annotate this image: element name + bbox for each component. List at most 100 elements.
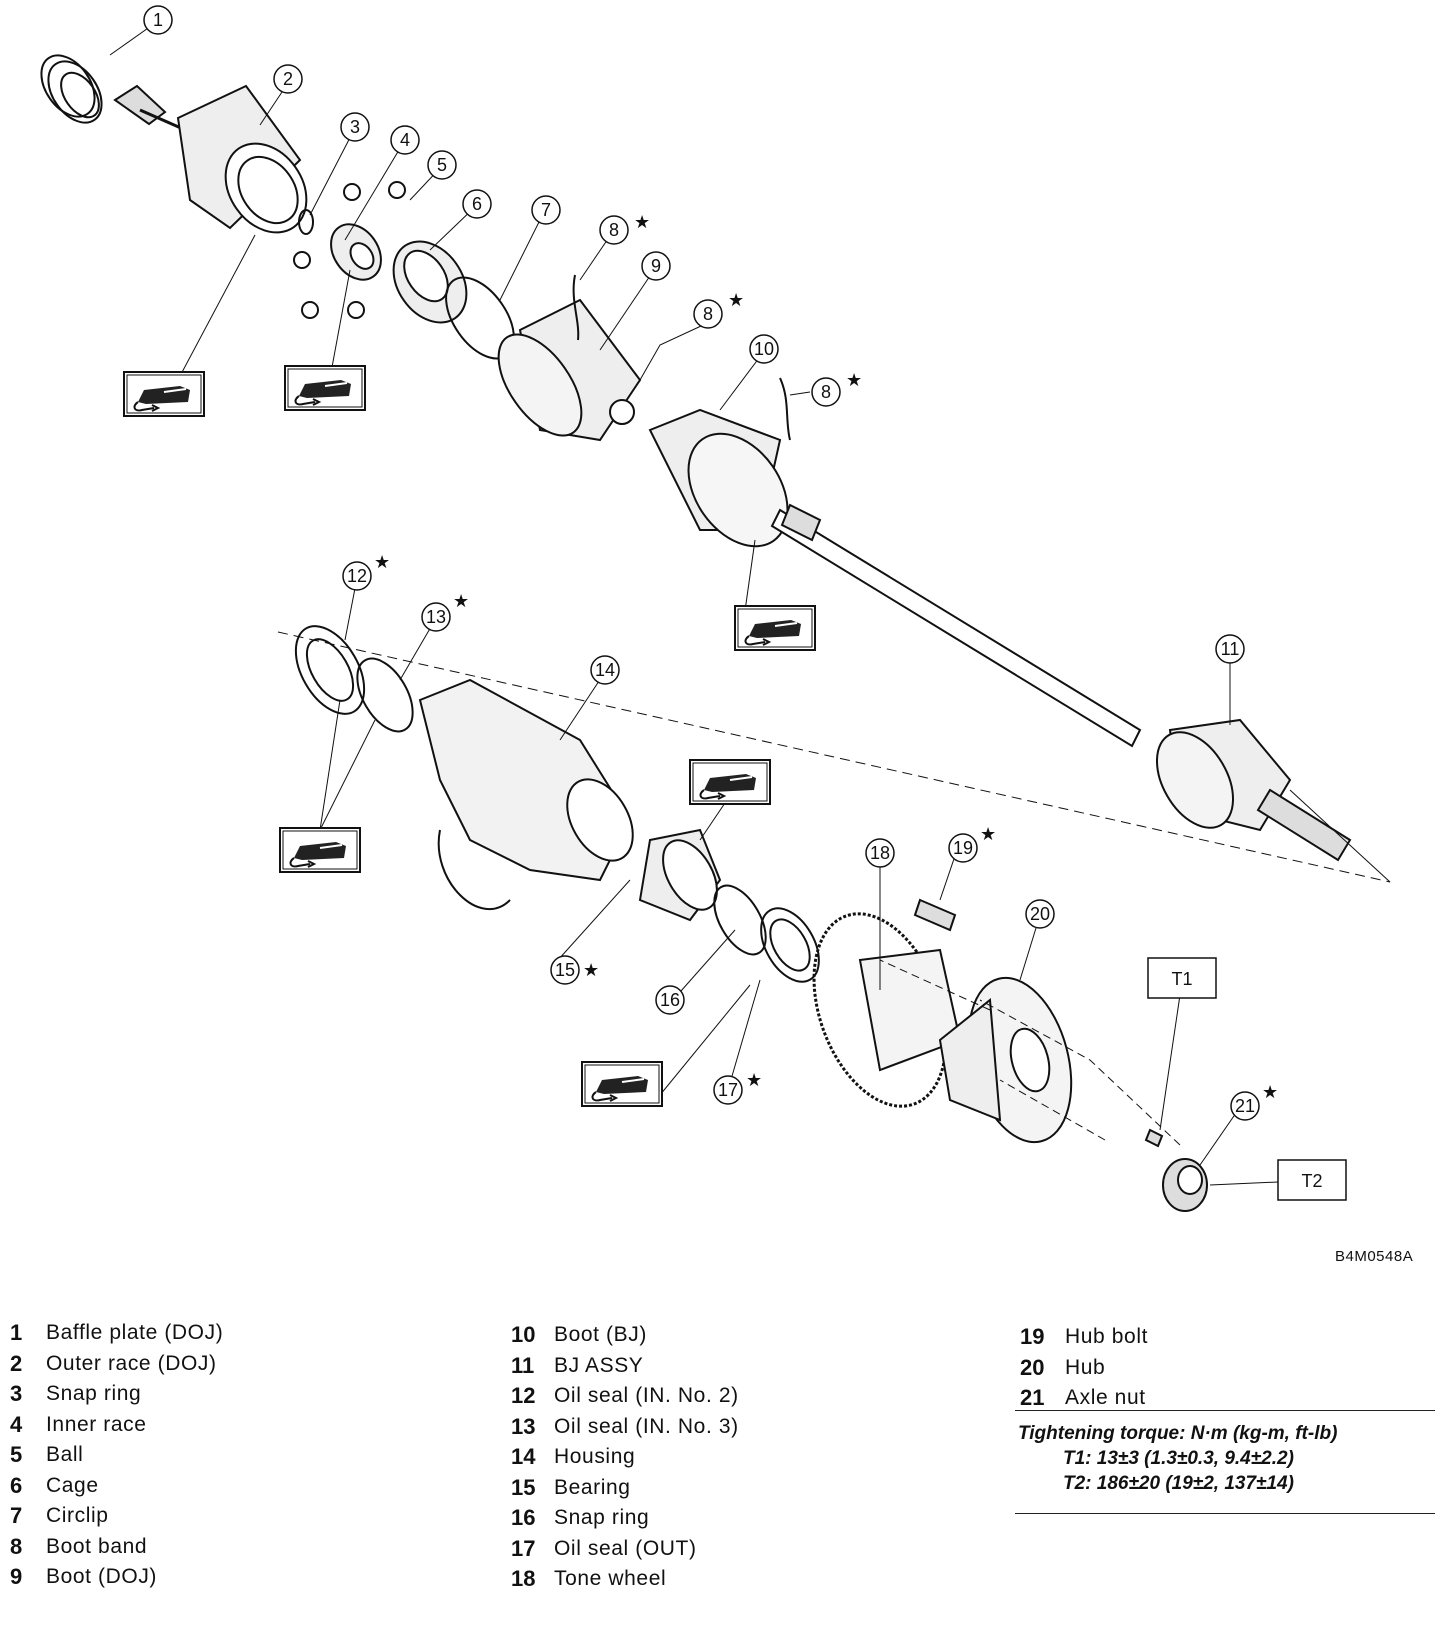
svg-text:12: 12 <box>347 566 367 586</box>
grease-icon <box>581 1061 663 1107</box>
svg-text:★: ★ <box>846 370 862 390</box>
exploded-axle-diagram: T1 T2 1 2 3 4 5 6 7 8★ 9 8★ 10 8★ 11 12★… <box>40 5 1391 1212</box>
outer-race-part <box>113 84 308 234</box>
oil-seal-in3-part <box>356 657 414 733</box>
callout: 8★ <box>811 370 862 407</box>
oil-seal-out-part <box>760 907 820 983</box>
svg-text:20: 20 <box>1030 904 1050 924</box>
svg-text:14: 14 <box>595 660 615 680</box>
svg-text:7: 7 <box>541 200 551 220</box>
tightening-torque-box: Tightening torque: N·m (kg-m, ft-lb) T1:… <box>1015 1410 1435 1514</box>
callout: 17 ★ <box>713 1070 762 1105</box>
callout: 6 <box>462 189 492 219</box>
callout: 13 ★ <box>421 591 469 632</box>
svg-text:21: 21 <box>1235 1096 1255 1116</box>
callout: 1 <box>143 5 173 35</box>
svg-text:★: ★ <box>1262 1082 1278 1102</box>
svg-text:T1: T1 <box>1171 969 1192 989</box>
callout: 20 <box>1025 899 1055 929</box>
inner-race-part <box>293 181 406 319</box>
grease-icon <box>689 759 771 805</box>
callout: 8★ <box>599 212 650 245</box>
oil-seal-in2-part <box>294 625 366 715</box>
svg-text:4: 4 <box>400 130 410 150</box>
svg-text:15: 15 <box>555 960 575 980</box>
svg-text:★: ★ <box>374 552 390 572</box>
svg-text:★: ★ <box>583 960 599 980</box>
svg-text:11: 11 <box>1221 639 1240 659</box>
housing-part <box>418 678 634 910</box>
svg-text:16: 16 <box>660 990 680 1010</box>
grease-icon <box>284 365 366 411</box>
axle-nut-part <box>1162 1158 1208 1212</box>
svg-text:13: 13 <box>426 607 446 627</box>
torque-t2-spec: T2: 186±20 (19±2, 137±14) <box>1063 1473 1294 1494</box>
bj-assy-part <box>1156 718 1352 862</box>
svg-text:8: 8 <box>609 220 619 240</box>
callout: 21 ★ <box>1230 1082 1278 1121</box>
callout: 14 <box>590 655 620 685</box>
svg-text:5: 5 <box>437 155 447 175</box>
grease-icon <box>734 605 816 651</box>
svg-text:19: 19 <box>953 838 973 858</box>
divider <box>1015 1410 1435 1411</box>
torque-label-t2: T2 <box>1277 1159 1347 1201</box>
callout: 7 <box>531 195 561 225</box>
svg-text:9: 9 <box>651 256 661 276</box>
grease-icon <box>123 371 205 417</box>
boot-bj-part <box>648 408 789 548</box>
callout: 16 <box>655 985 685 1015</box>
svg-text:3: 3 <box>350 117 360 137</box>
svg-text:1: 1 <box>153 10 163 30</box>
svg-text:★: ★ <box>453 591 469 611</box>
divider <box>1015 1513 1435 1514</box>
boot-band-part <box>572 274 580 341</box>
baffle-plate-part <box>40 54 103 124</box>
svg-text:17: 17 <box>718 1080 738 1100</box>
cage-part <box>392 240 468 324</box>
svg-text:10: 10 <box>754 339 774 359</box>
boot-doj-part <box>497 298 642 442</box>
callout: 11 <box>1215 634 1245 664</box>
grease-icon <box>279 827 361 873</box>
callout: 15 ★ <box>550 955 599 985</box>
svg-text:★: ★ <box>746 1070 762 1090</box>
snap-ring-part <box>298 209 314 235</box>
callout: 12 ★ <box>342 552 390 591</box>
snap-ring-2-part <box>713 884 767 956</box>
callout: 8★ <box>693 290 744 329</box>
svg-text:18: 18 <box>870 843 890 863</box>
svg-text:★: ★ <box>728 290 744 310</box>
callout: 3 <box>340 112 370 142</box>
torque-t1-spec: T1: 13±3 (1.3±0.3, 9.4±2.2) <box>1063 1448 1294 1469</box>
callout: 5 <box>427 150 457 180</box>
svg-text:8: 8 <box>703 304 713 324</box>
svg-text:★: ★ <box>980 824 996 844</box>
callout: 2 <box>273 64 303 94</box>
svg-text:8: 8 <box>821 382 831 402</box>
callout: 4 <box>390 125 420 155</box>
figure-reference-code: B4M0548A <box>1335 1248 1414 1265</box>
hub-bolt-part <box>913 898 957 932</box>
torque-title: Tightening torque: N·m (kg-m, ft-lb) <box>1018 1423 1338 1444</box>
